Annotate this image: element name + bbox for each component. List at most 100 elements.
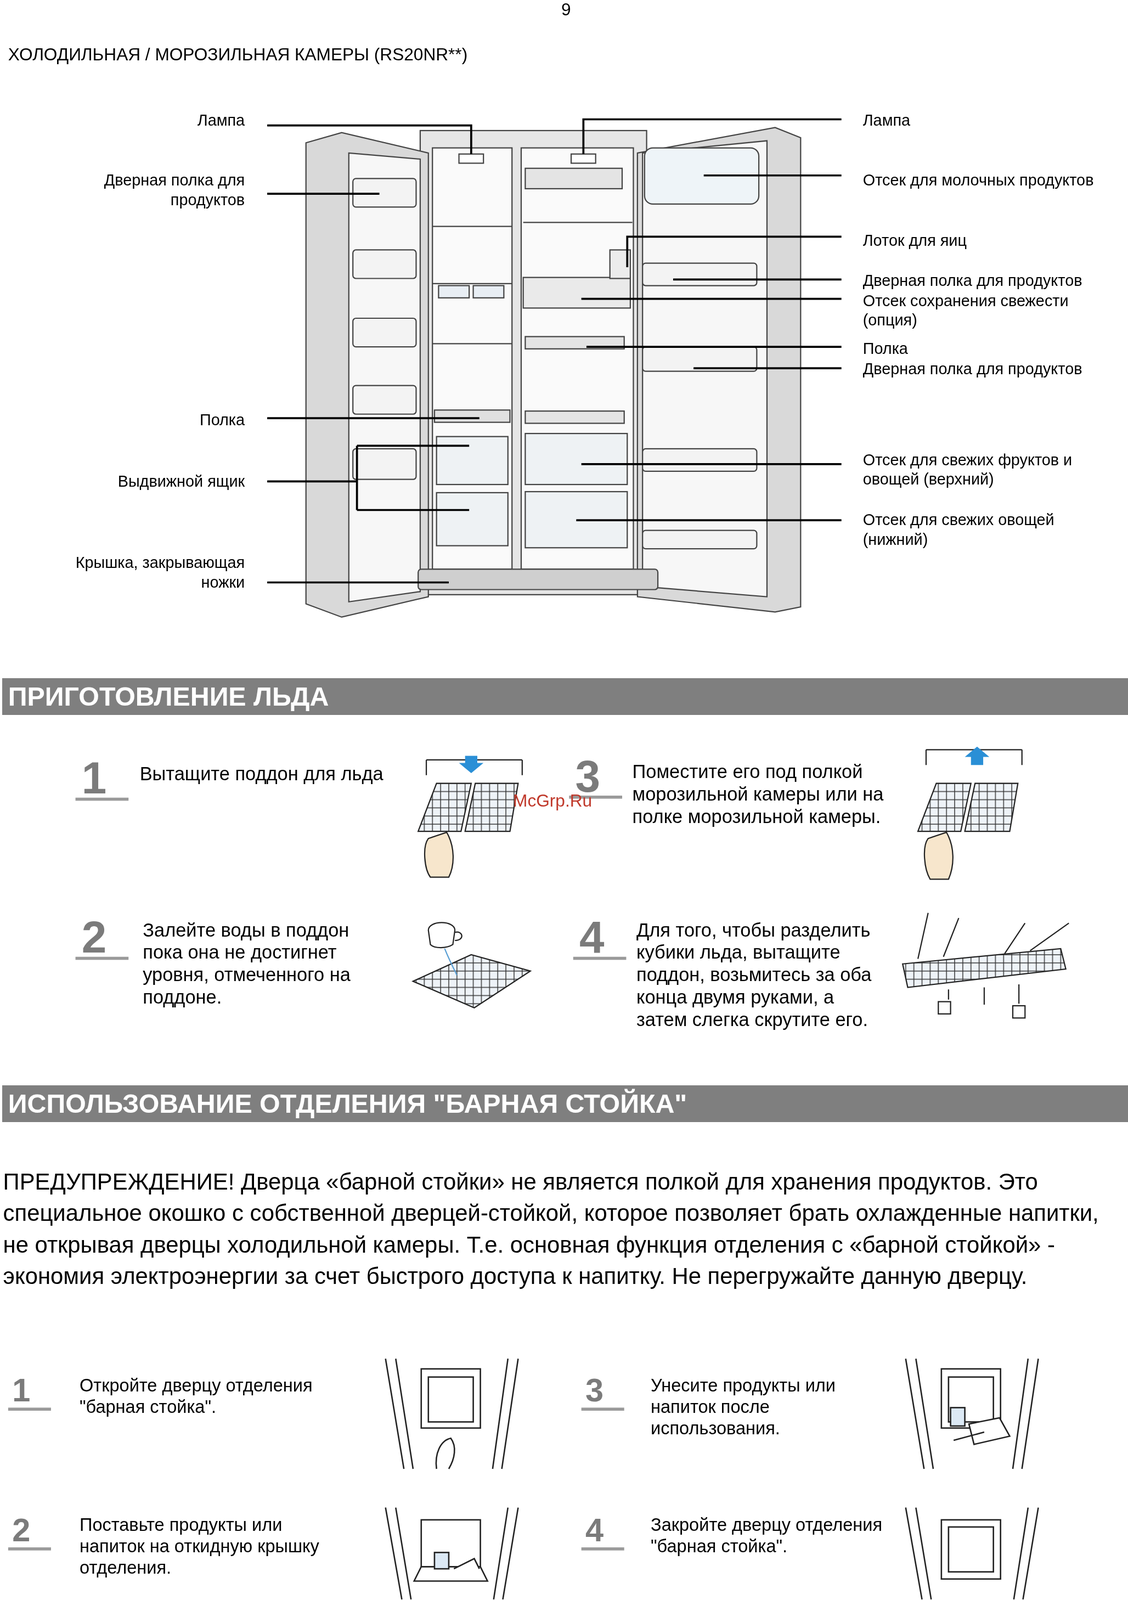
step-number: 1	[81, 750, 133, 805]
ice-tray-illustration-part	[917, 783, 972, 832]
refrigerator-illustration-part	[348, 153, 421, 602]
bar-compartment-illustration-part	[421, 1368, 481, 1429]
refrigerator-illustration-part	[525, 433, 628, 485]
step-number: 4	[585, 1510, 626, 1550]
step-number: 3	[585, 1370, 626, 1410]
ice-tray-illustration-part	[418, 783, 472, 832]
leader-lines-part	[703, 174, 842, 177]
section-band: ИСПОЛЬЗОВАНИЕ ОТДЕЛЕНИЯ "БАРНАЯ СТОЙКА"	[2, 1085, 1128, 1122]
callout-label: Отсек для свежих фруктов и овощей (верхн…	[863, 449, 1108, 489]
bar-compartment-illustration-part	[453, 1558, 479, 1570]
bar-compartment-illustration-part	[941, 1519, 1001, 1579]
bar-compartment-illustration-part	[950, 1407, 966, 1426]
refrigerator-illustration-part	[436, 492, 509, 546]
refrigerator-illustration-part	[571, 154, 596, 164]
ice-tray-illustration-part	[413, 954, 531, 1008]
callout-label: Отсек для свежих овощей (нижний)	[863, 510, 1108, 550]
refrigerator-illustration-part	[352, 385, 416, 415]
refrigerator-illustration-part	[473, 285, 505, 298]
refrigerator-illustration-part	[434, 409, 511, 422]
leader-lines-part	[581, 463, 842, 466]
bar-compartment-illustration-part	[385, 1507, 519, 1600]
step-number: 2	[12, 1510, 53, 1550]
callout-label: Отсек сохранения свежести (опция)	[863, 290, 1108, 330]
ice-tray-illustration-part	[444, 948, 458, 975]
leader-lines-part	[267, 416, 480, 420]
page-heading: ХОЛОДИЛЬНАЯ / МОРОЗИЛЬНАЯ КАМЕРЫ (RS20NR…	[8, 44, 468, 66]
refrigerator-illustration-part	[432, 342, 512, 344]
leader-lines-part	[673, 278, 842, 281]
leader-lines-part	[267, 125, 472, 155]
ice-tray-illustration-part	[948, 984, 1019, 1005]
refrigerator-illustration-part	[432, 226, 512, 228]
ice-tray-illustration-part	[938, 1001, 951, 1014]
ice-tray-illustration-part	[1012, 1005, 1025, 1018]
bar-compartment-illustration	[385, 1358, 1039, 1600]
bar-compartment-illustration-part	[385, 1358, 519, 1469]
leader-lines-part	[693, 367, 842, 370]
bar-compartment-illustration-part	[948, 1526, 994, 1572]
callout-label: Дверная полка для продуктов	[863, 358, 1124, 379]
page-number: 9	[545, 0, 587, 21]
leader-lines-part	[583, 119, 842, 155]
leader-lines	[267, 119, 842, 583]
ice-tray-illustration-part	[454, 932, 462, 941]
warning-text: ПРЕДУПРЕЖДЕНИЕ! Дверца «барной стойки» н…	[3, 1165, 1107, 1293]
ice-tray-illustration-part	[924, 832, 953, 880]
refrigerator-illustration-part	[642, 448, 757, 472]
callout-label: Лампа	[61, 110, 246, 130]
step-text: Закройте дверцу отделения "барная стойка…	[650, 1514, 901, 1558]
leader-lines-part	[627, 236, 842, 268]
refrigerator-illustration-part	[306, 132, 429, 618]
refrigerator-illustration	[306, 127, 802, 617]
ice-tray-illustration-part	[965, 783, 1019, 832]
refrigerator-illustration-part	[525, 410, 624, 423]
bar-compartment-illustration-part	[428, 1377, 474, 1423]
step-text: Унесите продукты или напиток после испол…	[650, 1374, 886, 1440]
callout-label: Крышка, закрывающая ножки	[40, 553, 245, 592]
ice-tray-illustration-part	[459, 756, 484, 774]
step-number: 1	[12, 1370, 53, 1410]
callout-label: Дверная полка для продуктов	[71, 170, 245, 210]
bar-compartment-illustration-part	[436, 1437, 455, 1469]
bar-compartment-illustration-part	[905, 1507, 1039, 1600]
refrigerator-illustration-part	[436, 436, 509, 485]
refrigerator-illustration-part	[432, 283, 512, 285]
section-heading: ИСПОЛЬЗОВАНИЕ ОТДЕЛЕНИЯ "БАРНАЯ СТОЙКА"	[8, 1088, 687, 1120]
refrigerator-illustration-part	[352, 318, 416, 347]
refrigerator-illustration-part	[642, 530, 757, 549]
callout-label: Лампа	[863, 110, 1119, 130]
step-text: Поставьте продукты или напиток на откидн…	[79, 1514, 335, 1579]
refrigerator-illustration-part	[459, 154, 484, 164]
step-text: Поместите его под полкой морозильной кам…	[632, 760, 888, 829]
refrigerator-illustration-part	[432, 148, 512, 570]
leader-lines-part	[586, 345, 842, 348]
section-heading: ПРИГОТОВЛЕНИЕ ЛЬДА	[8, 681, 330, 713]
bar-compartment-illustration-part	[414, 1566, 488, 1581]
step-number: 2	[81, 909, 133, 964]
step-text: Вытащите поддон для льда	[139, 763, 396, 786]
ice-tray-illustration-part	[902, 948, 1066, 988]
section-band: ПРИГОТОВЛЕНИЕ ЛЬДА	[2, 678, 1128, 715]
leader-lines-part	[576, 519, 842, 522]
refrigerator-illustration-part	[420, 130, 647, 595]
callout-label: Лоток для яиц	[863, 230, 1119, 250]
bar-compartment-illustration-part	[968, 1417, 1010, 1445]
ice-tray-illustration-part	[917, 912, 1069, 960]
callout-label: Выдвижной ящик	[61, 471, 246, 491]
step-text: Залейте воды в поддон пока она не достиг…	[142, 918, 368, 1009]
leader-lines-part	[267, 192, 380, 195]
refrigerator-illustration-part	[642, 263, 757, 286]
refrigerator-illustration-part	[637, 127, 801, 612]
refrigerator-illustration-part	[523, 221, 633, 223]
ice-tray-illustration-part	[428, 922, 455, 948]
callout-label: Дверная полка для продуктов	[863, 270, 1124, 290]
leader-lines-part	[267, 445, 470, 510]
step-text: Для того, чтобы разделить кубики льда, в…	[636, 918, 887, 1031]
refrigerator-illustration-part	[352, 249, 416, 279]
ice-tray-illustration-part	[965, 746, 990, 765]
ice-tray-illustration-part	[424, 832, 454, 878]
watermark: McGrp.Ru	[512, 791, 625, 812]
refrigerator-illustration-part	[352, 448, 416, 480]
